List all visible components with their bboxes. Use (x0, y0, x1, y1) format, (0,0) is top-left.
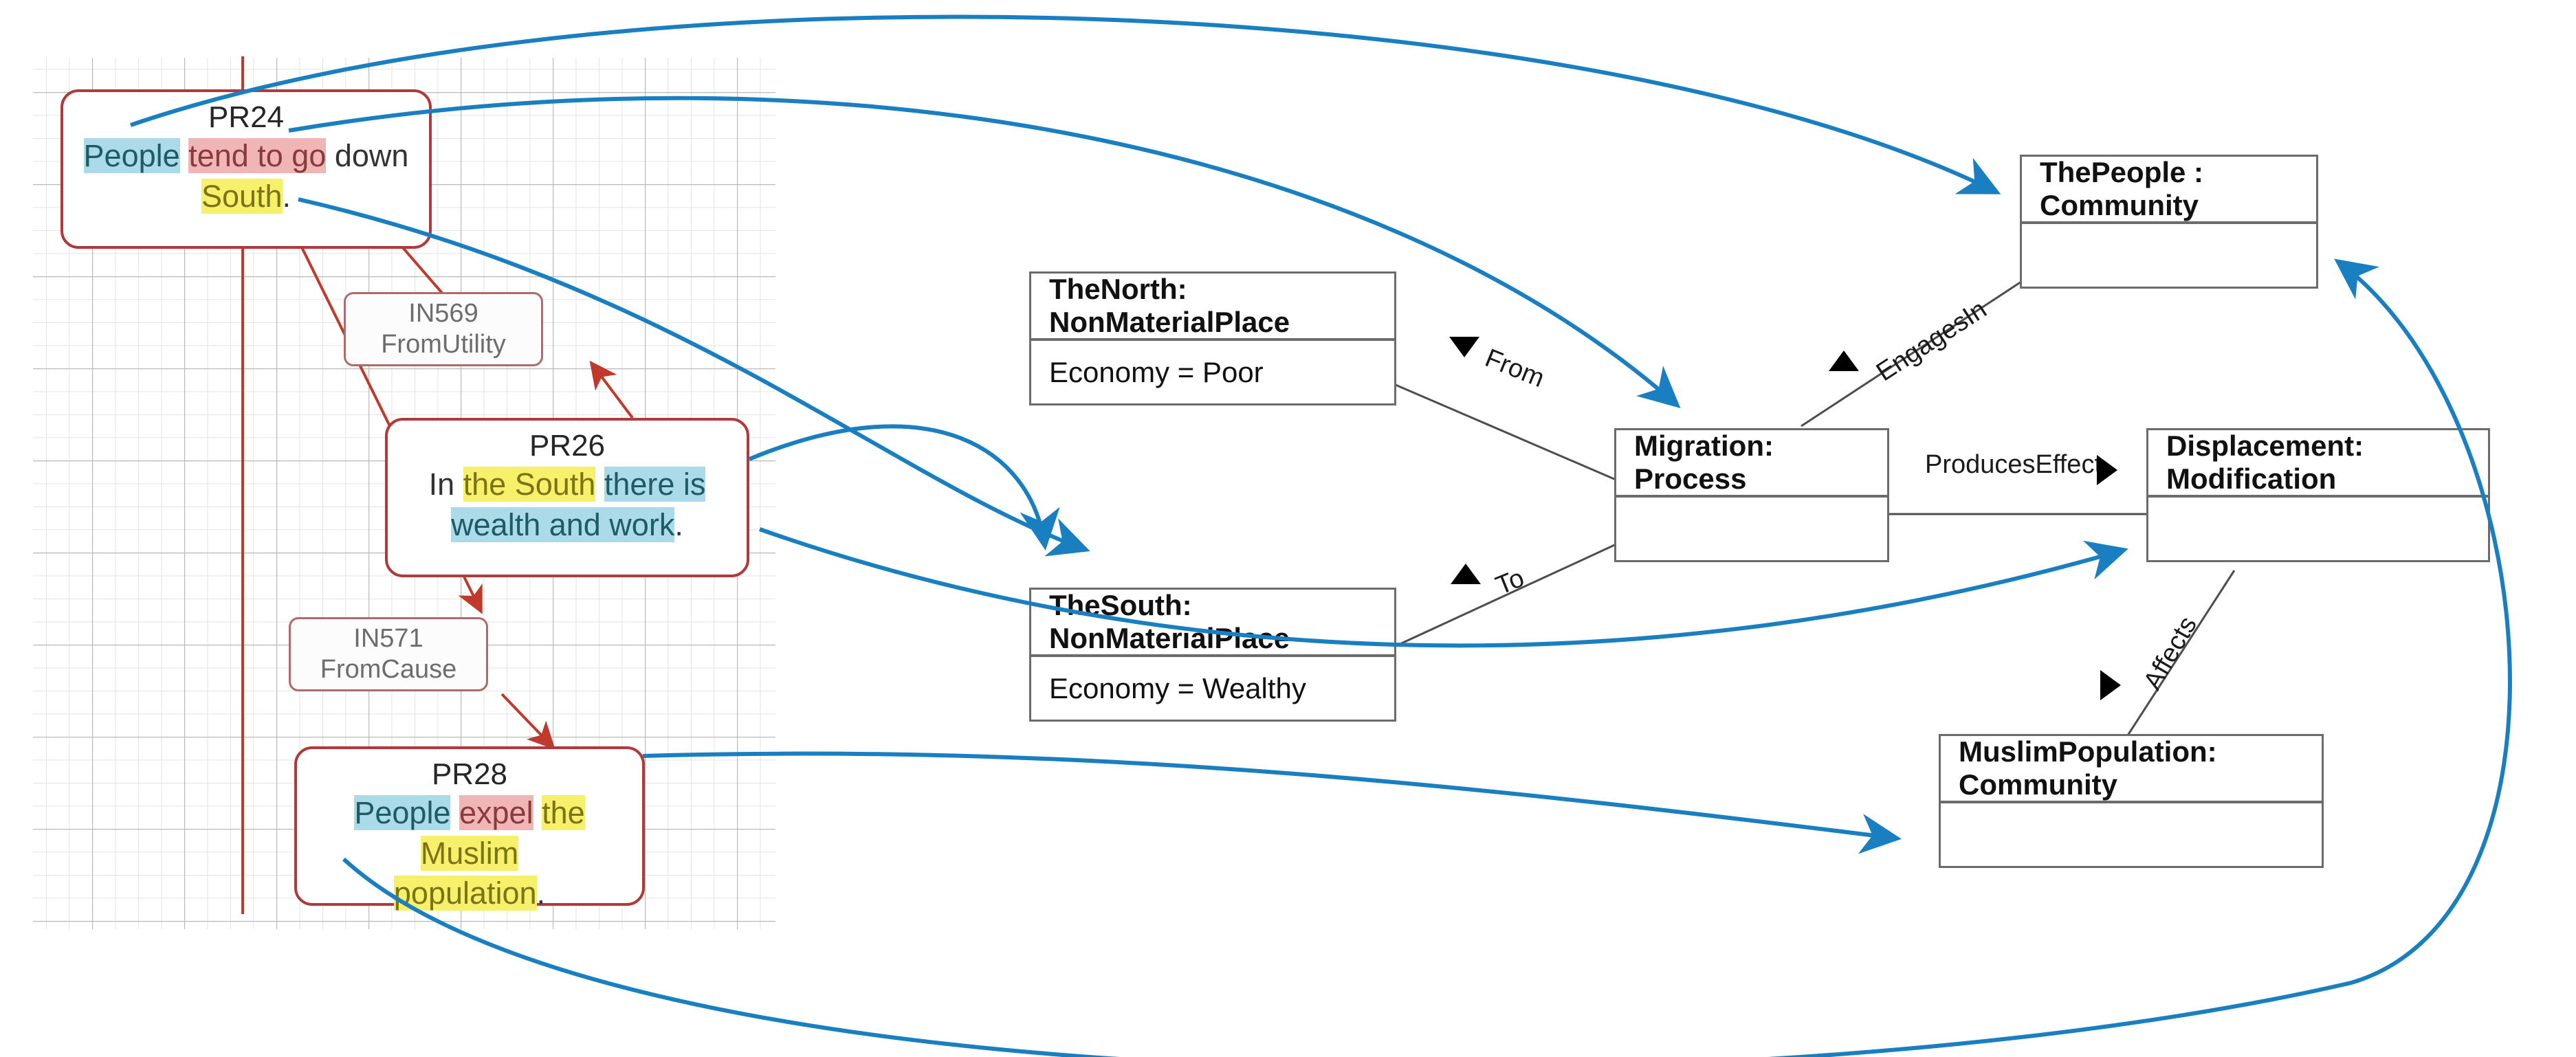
uml-line-to (1395, 542, 1620, 647)
span-process: expel (459, 795, 533, 831)
proposition-title: PR28 (431, 757, 508, 791)
span-patient2: population (393, 876, 537, 911)
triangle-right-icon-affects (2100, 670, 2121, 700)
inference-id: IN571 (353, 624, 423, 654)
map-pr24-thepeople (130, 14, 2001, 194)
uml-header: Displacement: Modification (2148, 430, 2488, 498)
uml-header: Migration: Process (1616, 430, 1887, 498)
uml-object-thesouth[interactable]: TheSouth: NonMaterialPlace Economy = Wea… (1029, 588, 1396, 722)
proposition-text: People expel the Muslim population. (297, 790, 642, 914)
uml-attribute-label: Economy = Wealthy (1049, 671, 1306, 704)
uml-object-migration[interactable]: Migration: Process (1614, 428, 1889, 562)
proposition-text: In the South there is wealth and work. (388, 462, 747, 545)
proposition-pr28[interactable]: PR28 People expel the Muslim population. (294, 746, 645, 911)
span-state: there is (604, 467, 706, 502)
uml-line-engagesin (1801, 280, 2022, 427)
uml-object-thenorth[interactable]: TheNorth: NonMaterialPlace Economy = Poo… (1029, 271, 1396, 405)
map-pr24-migration (288, 96, 1681, 408)
span-process: tend to go (188, 138, 327, 174)
triangle-right-icon-produceseffect (2097, 455, 2117, 485)
relation-label-produceseffect: ProducesEffect (1925, 450, 2102, 479)
uml-attributes: Economy = Poor (1031, 341, 1394, 403)
inference-type: FromUtility (381, 330, 506, 359)
map-pr28-displacement (342, 258, 2512, 1057)
uml-header-label: MuslimPopulation: Community (1959, 735, 2217, 801)
uml-object-displacement[interactable]: Displacement: Modification (2146, 428, 2490, 562)
red-arrow-pr26-in569 (589, 360, 634, 419)
span-period: . (674, 507, 683, 542)
span-tail: down (326, 138, 409, 174)
uml-header: ThePeople : Community (2022, 156, 2316, 224)
triangle-up-icon-to (1451, 564, 1481, 584)
map-pr26-thesouth (748, 424, 1060, 550)
uml-attributes: Economy = Wealthy (1031, 657, 1394, 720)
uml-line-from (1395, 383, 1620, 482)
inference-type: FromCause (320, 655, 457, 684)
uml-header-label: TheNorth: NonMaterialPlace (1049, 273, 1290, 338)
map-pr26-displacement (759, 527, 2128, 648)
uml-attribute-label: Economy = Poor (1049, 355, 1264, 388)
span-agent: People (83, 138, 180, 174)
inference-id: IN569 (408, 299, 478, 329)
proposition-title: PR24 (208, 100, 285, 134)
map-pr28-muslimpop (642, 751, 1902, 854)
uml-header: TheNorth: NonMaterialPlace (1031, 273, 1394, 341)
span-lead: In (428, 467, 463, 502)
span-period: . (536, 876, 546, 911)
uml-object-muslimpopulation[interactable]: MuslimPopulation: Community (1939, 734, 2324, 868)
triangle-up-icon-engagesin (1829, 351, 1859, 371)
uml-object-thepeople[interactable]: ThePeople : Community (2020, 155, 2318, 289)
proposition-pr26[interactable]: PR26 In the South there is wealth and wo… (385, 418, 749, 577)
span-period: . (282, 178, 291, 214)
uml-header-label: Displacement: Modification (2166, 430, 2364, 495)
map-pr24-thesouth (298, 197, 1090, 557)
uml-header-label: ThePeople : Community (2040, 156, 2204, 221)
proposition-title: PR26 (529, 429, 606, 463)
span-agent: People (354, 795, 451, 831)
uml-header: MuslimPopulation: Community (1941, 735, 2322, 803)
inference-in569[interactable]: IN569 FromUtility (344, 292, 543, 366)
triangle-down-icon-from (1449, 337, 1479, 357)
inference-in571[interactable]: IN571 FromCause (289, 617, 488, 691)
span-attribute: wealth and work (451, 507, 675, 542)
uml-header-label: Migration: Process (1634, 430, 1774, 495)
uml-line-affects (2117, 570, 2236, 750)
span-place: the South (463, 467, 596, 502)
red-arrow-in571-pr28 (500, 693, 555, 750)
